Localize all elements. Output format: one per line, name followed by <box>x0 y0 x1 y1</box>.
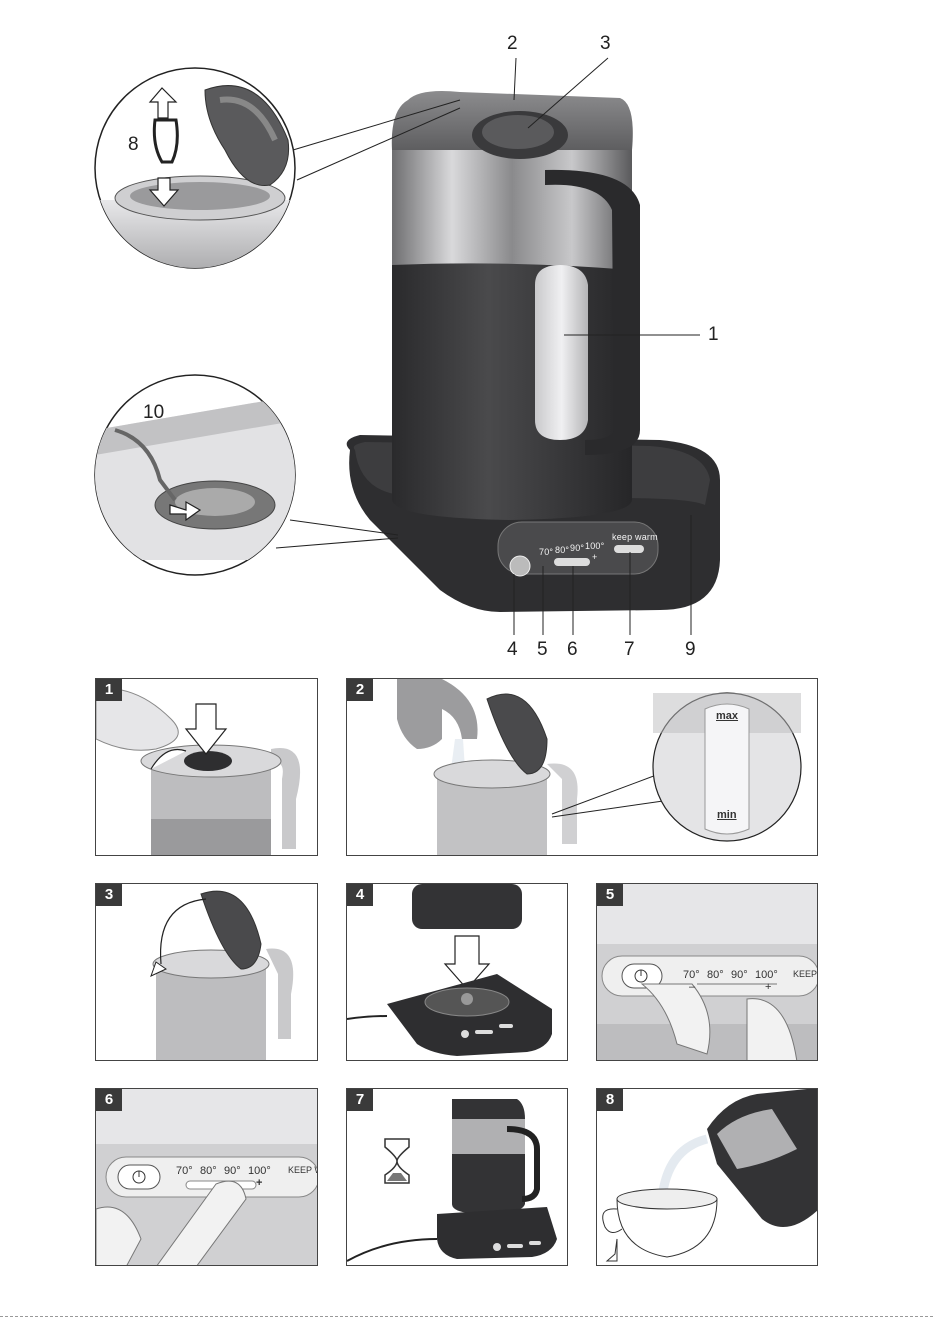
temp-80-label: 80° <box>555 545 569 555</box>
step5-minus-label: – <box>689 981 695 993</box>
callout-3: 3 <box>600 34 611 53</box>
temp-plus-label: + <box>592 552 597 562</box>
step5-100-label: 100° <box>755 969 778 981</box>
gauge-max-label: max <box>716 710 738 722</box>
step-panel-7: 7 <box>346 1088 568 1266</box>
step6-plus-label: + <box>256 1177 262 1189</box>
step6-100-label: 100° <box>248 1165 271 1177</box>
callout-10: 10 <box>143 403 164 422</box>
page-cut-line <box>0 1316 933 1317</box>
step5-70-label: 70° <box>683 969 700 981</box>
callout-7: 7 <box>624 640 635 659</box>
step-panel-2: 2 max min <box>346 678 818 856</box>
step-panel-8: 8 <box>596 1088 818 1266</box>
step-panel-6: 6 70° 80° 90° 100° + KEEP W <box>95 1088 318 1266</box>
step6-90-label: 90° <box>224 1165 241 1177</box>
step5-plus-label: + <box>765 981 771 993</box>
step-badge-3: 3 <box>96 884 122 906</box>
callout-9: 9 <box>685 640 696 659</box>
callout-5: 5 <box>537 640 548 659</box>
temp-90-label: 90° <box>570 543 584 553</box>
callout-8: 8 <box>128 135 139 154</box>
step-badge-8: 8 <box>597 1089 623 1111</box>
step-panel-4: 4 <box>346 883 568 1061</box>
callout-4: 4 <box>507 640 518 659</box>
step5-90-label: 90° <box>731 969 748 981</box>
step-badge-5: 5 <box>597 884 623 906</box>
step5-keep-label: KEEP <box>793 969 817 979</box>
step-badge-2: 2 <box>347 679 373 701</box>
step-panel-3: 3 <box>95 883 318 1061</box>
step6-keep-label: KEEP W <box>288 1165 318 1175</box>
callout-1: 1 <box>708 325 719 344</box>
main-illustration <box>0 0 933 670</box>
callout-6: 6 <box>567 640 578 659</box>
step-panel-5: 5 70° 80° 90° 100° – + KEEP <box>596 883 818 1061</box>
temp-100-label: 100° <box>585 541 604 551</box>
callout-2: 2 <box>507 34 518 53</box>
step-badge-7: 7 <box>347 1089 373 1111</box>
step5-80-label: 80° <box>707 969 724 981</box>
gauge-min-label: min <box>717 809 737 821</box>
step-badge-6: 6 <box>96 1089 122 1111</box>
step6-70-label: 70° <box>176 1165 193 1177</box>
keep-warm-label: keep warm <box>612 532 658 542</box>
temp-70-label: 70° <box>539 547 553 557</box>
step-badge-1: 1 <box>96 679 122 701</box>
step-badge-4: 4 <box>347 884 373 906</box>
step-panel-1: 1 <box>95 678 318 856</box>
step6-80-label: 80° <box>200 1165 217 1177</box>
